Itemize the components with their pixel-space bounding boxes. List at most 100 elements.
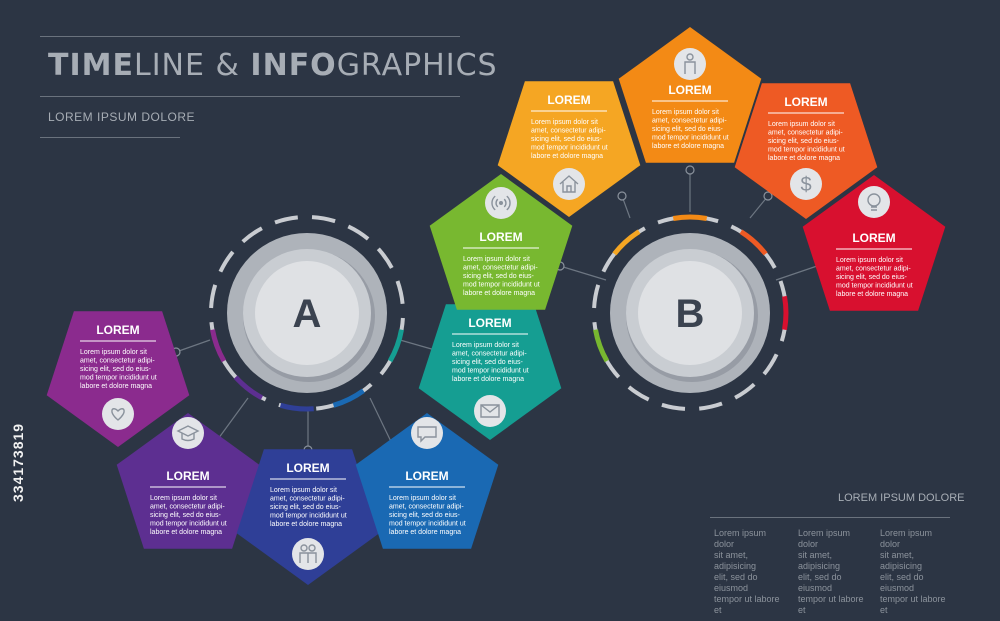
hub-ring-dash (274, 215, 299, 225)
hub-label: A (293, 292, 322, 336)
step-body-line: labore et dolore magna (270, 521, 342, 528)
step-body-line: Lorem ipsum dolor sit (531, 119, 598, 126)
footer-text-line: sit amet, adipisicing (714, 550, 757, 571)
step-body-line: amet, consectetur adipi- (463, 265, 538, 272)
connector-node (763, 191, 773, 201)
hub-ring-accent (279, 402, 314, 412)
step-pentagon (429, 174, 573, 310)
footer-text-line: elit, sed do eiusmod (880, 572, 924, 593)
title-top-divider (40, 36, 460, 37)
footer-divider (710, 517, 950, 518)
step-body-line: labore et dolore magna (836, 291, 908, 298)
step-body-line: labore et dolore magna (389, 529, 461, 536)
people-icon (292, 538, 324, 570)
hub-ring-accent (612, 229, 641, 256)
icon-badge (790, 168, 822, 200)
step-pentagon (355, 413, 499, 549)
step-body-line: sicing elit, sed do eius- (150, 512, 221, 519)
step-body-line: amet, consectetur adipi- (270, 496, 345, 503)
hub-ring-dash (218, 250, 235, 273)
step-body-line: amet, consectetur adipi- (389, 504, 464, 511)
person-head (686, 53, 694, 61)
hub-ring-accent (739, 229, 768, 256)
step-body-line: Lorem ipsum dolor sit (768, 121, 835, 128)
step-body-line: mod tempor incididunt ut (150, 521, 227, 528)
bubble-shape (417, 426, 437, 443)
hub-a: A (209, 215, 405, 411)
step-body-line: labore et dolore magna (80, 383, 152, 390)
hub-ring-dash (395, 280, 405, 305)
footer-text-line: tempor ut labore et (714, 594, 780, 615)
step-body-line: mod tempor incididunt ut (452, 368, 529, 375)
signal-wave (506, 195, 511, 211)
step-pentagon (236, 449, 380, 585)
step-body-line: mod tempor incididunt ut (836, 283, 913, 290)
person-head (300, 544, 308, 552)
step-body-line: sicing elit, sed do eius- (270, 504, 341, 511)
step-body-line: sicing elit, sed do eius- (768, 138, 839, 145)
step-body-line: sicing elit, sed do eius- (652, 126, 723, 133)
step-body-line: Lorem ipsum dolor sit (463, 256, 530, 263)
bulb-base (871, 206, 877, 211)
step-title: LOREM (166, 469, 209, 483)
step-body-line: labore et dolore magna (531, 153, 603, 160)
hub-ring-accent (233, 375, 264, 401)
step-body-line: Lorem ipsum dolor sit (80, 349, 147, 356)
wifi-signal-icon (485, 187, 517, 219)
hub-ring-dash (627, 385, 650, 402)
step-body-line: Lorem ipsum dolor sit (270, 487, 337, 494)
step-title: LOREM (96, 323, 139, 337)
footer-title: LOREM IPSUM DOLORE (838, 492, 965, 504)
step-body-line: amet, consectetur adipi- (652, 118, 727, 125)
chat-bubble-icon (411, 417, 443, 449)
step-pentagon (46, 311, 190, 447)
hub-ring-dash (241, 226, 263, 244)
hub-ring-accent (672, 214, 708, 221)
step-body-line: labore et dolore magna (768, 155, 840, 162)
step-body-line: sicing elit, sed do eius- (452, 359, 523, 366)
step-pentagon (802, 175, 946, 311)
hub-inner-disc (255, 261, 359, 365)
step-body-line: labore et dolore magna (652, 143, 724, 150)
signal-dot (499, 201, 503, 205)
step-body-line: labore et dolore magna (150, 529, 222, 536)
hub-ring-dash (762, 353, 779, 376)
connector-node (617, 191, 627, 201)
hub-ring-dash (220, 357, 238, 379)
hub-ring-accent (332, 388, 365, 408)
footer-text-line: elit, sed do eiusmod (714, 572, 758, 593)
hub-ring-dash (592, 284, 601, 309)
hub-inner-disc (638, 261, 742, 365)
hub-ring-dash (601, 250, 618, 273)
step-title: LOREM (784, 95, 827, 109)
heart-icon (102, 398, 134, 430)
step-title: LOREM (405, 469, 448, 483)
hub-ring-dash (603, 357, 621, 379)
step-title: LOREM (668, 83, 711, 97)
hub-label: B (676, 292, 705, 336)
step-body-line: amet, consectetur adipi- (452, 351, 527, 358)
hub-ring-dash (311, 215, 336, 224)
step-pentagon (497, 81, 641, 217)
step-pentagon (418, 304, 562, 440)
step-pentagon (116, 413, 260, 549)
step-title: LOREM (479, 230, 522, 244)
title-bottom-divider (40, 96, 460, 97)
graduation-cap-icon (172, 417, 204, 449)
step-title: LOREM (547, 93, 590, 107)
step-body-line: amet, consectetur adipi- (836, 266, 911, 273)
person-head (308, 544, 316, 552)
connector-line (175, 339, 211, 353)
step-body-line: Lorem ipsum dolor sit (836, 257, 903, 264)
home-icon (553, 168, 585, 200)
step-pentagon (618, 27, 762, 163)
cap-shape (176, 425, 200, 442)
